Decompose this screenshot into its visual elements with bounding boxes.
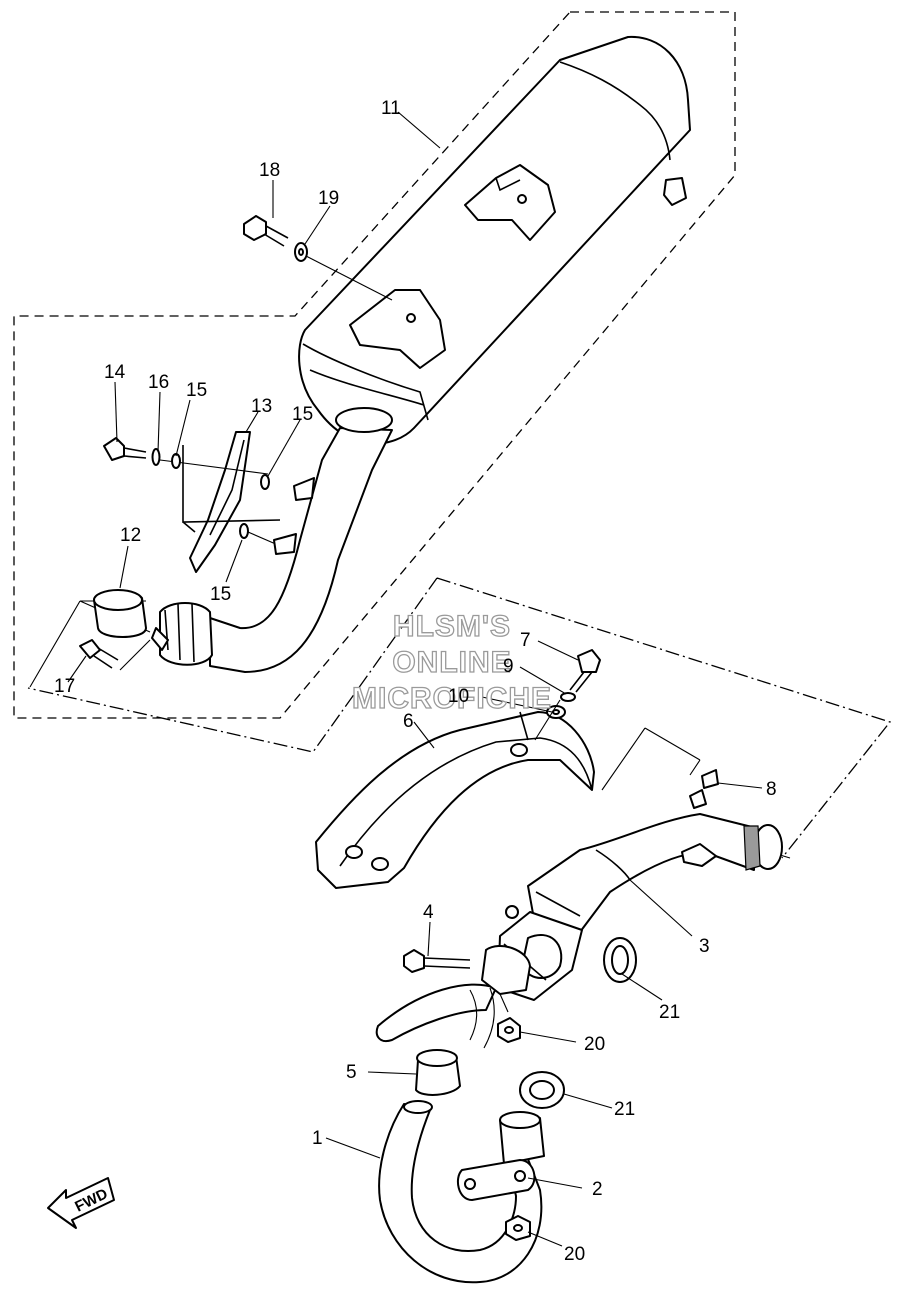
callout-15-upper-left: 15 — [186, 380, 207, 401]
muffler-group-boundary — [13, 11, 736, 719]
callout-3: 3 — [699, 936, 710, 957]
watermark-line-3: MICROFICHE — [352, 682, 552, 715]
callout-labels: 1 2 3 4 5 6 7 8 9 10 11 12 13 14 15 15 1… — [54, 98, 777, 1265]
exhaust-pipe-1 — [378, 1100, 545, 1284]
protector-clip — [689, 769, 719, 809]
callout-17: 17 — [54, 676, 75, 697]
callout-9: 9 — [503, 656, 514, 677]
leader-lines — [67, 111, 763, 1247]
forward-direction-arrow: FWD — [47, 1177, 115, 1229]
guard-group-boundary — [27, 577, 892, 859]
guard-bracket-line — [601, 727, 791, 859]
callout-8: 8 — [766, 779, 777, 800]
callout-13: 13 — [251, 396, 272, 417]
callout-12: 12 — [120, 525, 141, 546]
watermark-line-1: HLSM'S — [393, 610, 511, 643]
callout-10: 10 — [448, 686, 469, 707]
muffler-joint-and-clamp — [79, 589, 213, 669]
callout-20-lower: 20 — [564, 1244, 585, 1265]
callout-4: 4 — [423, 902, 434, 923]
callout-21-lower: 21 — [614, 1099, 635, 1120]
callout-1: 1 — [312, 1128, 323, 1149]
flange-nuts — [497, 1017, 531, 1241]
callout-15-lower: 15 — [210, 584, 231, 605]
watermark-line-2: ONLINE — [392, 646, 511, 679]
callout-6: 6 — [403, 711, 414, 732]
exhaust-pipe-2 — [497, 813, 783, 1001]
callout-2: 2 — [592, 1179, 603, 1200]
callout-15-upper-right: 15 — [292, 404, 313, 425]
callout-14: 14 — [104, 362, 126, 383]
callout-16: 16 — [148, 372, 169, 393]
callout-5: 5 — [346, 1062, 357, 1083]
callout-18: 18 — [259, 160, 280, 181]
forward-arrow-icon — [47, 1177, 115, 1229]
callout-7: 7 — [520, 630, 531, 651]
callout-21-upper: 21 — [659, 1002, 680, 1023]
callout-11: 11 — [381, 98, 401, 119]
exhaust-gasket — [415, 1049, 461, 1096]
callout-20-upper: 20 — [584, 1034, 605, 1055]
callout-19: 19 — [318, 188, 339, 209]
exhaust-pipe-protector — [315, 649, 601, 889]
exhaust-gaskets-21 — [519, 937, 637, 1109]
muffler-mount-bolt — [243, 215, 393, 301]
watermark: HLSM'S ONLINE MICROFICHE — [351, 609, 552, 715]
pipe-bolt-and-joint — [375, 945, 531, 1049]
muffler-heat-protector — [103, 431, 315, 573]
muffler — [209, 35, 691, 673]
